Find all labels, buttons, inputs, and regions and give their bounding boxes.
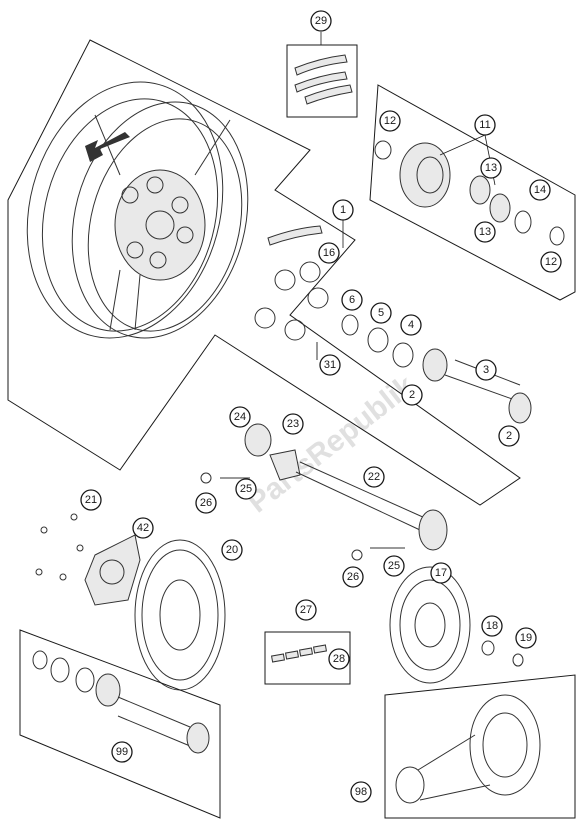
svg-text:3: 3	[483, 364, 489, 376]
carrier-group-frame	[369, 84, 576, 301]
callout-2a: 2	[401, 384, 423, 406]
callout-2b: 2	[498, 425, 520, 447]
callout-25a: 25	[235, 478, 257, 500]
rear-wheel	[26, 81, 249, 339]
sprocket-carrier	[374, 140, 565, 246]
callout-26b: 26	[342, 566, 364, 588]
svg-text:22: 22	[368, 471, 380, 483]
callout-13a: 13	[480, 157, 502, 179]
svg-text:27: 27	[300, 604, 312, 616]
svg-text:25: 25	[388, 560, 400, 572]
callout-11: 11	[474, 114, 496, 136]
callout-23: 23	[282, 413, 304, 435]
svg-text:21: 21	[85, 494, 97, 506]
svg-text:24: 24	[234, 411, 246, 423]
rotation-arrow-icon	[85, 132, 130, 162]
svg-text:2: 2	[409, 389, 415, 401]
callout-16: 16	[318, 242, 340, 264]
callout-13b: 13	[474, 221, 496, 243]
callout-12b: 12	[540, 251, 562, 273]
wheel-group-frame	[7, 39, 521, 506]
svg-text:42: 42	[137, 522, 149, 534]
svg-text:18: 18	[486, 620, 498, 632]
bearing-kit	[32, 650, 210, 754]
svg-text:26: 26	[200, 497, 212, 509]
callout-14: 14	[529, 179, 551, 201]
callout-99: 99	[111, 741, 133, 763]
callout-6: 6	[341, 289, 363, 311]
callout-3: 3	[475, 359, 497, 381]
callout-4: 4	[400, 314, 422, 336]
svg-text:12: 12	[545, 256, 557, 268]
brake-disc	[134, 539, 226, 691]
bearing-kit-frame	[19, 629, 221, 819]
svg-text:13: 13	[479, 226, 491, 238]
svg-text:99: 99	[116, 746, 128, 758]
callout-31: 31	[319, 354, 341, 376]
callout-28: 28	[328, 648, 350, 670]
callout-26a: 26	[195, 492, 217, 514]
svg-text:23: 23	[287, 418, 299, 430]
callout-22: 22	[363, 466, 385, 488]
callout-1: 1	[332, 199, 354, 221]
rear-axle	[200, 423, 448, 561]
hub-parts	[254, 225, 532, 424]
disc-carrier	[35, 513, 141, 606]
callout-29: 29	[310, 10, 332, 32]
svg-text:31: 31	[324, 359, 336, 371]
svg-text:12: 12	[384, 115, 396, 127]
callout-25b: 25	[383, 555, 405, 577]
svg-text:11: 11	[479, 119, 490, 131]
chain-box	[264, 631, 351, 685]
svg-text:26: 26	[347, 571, 359, 583]
svg-text:6: 6	[349, 294, 355, 306]
callout-20: 20	[221, 539, 243, 561]
callout-19: 19	[515, 627, 537, 649]
callout-5: 5	[370, 302, 392, 324]
svg-text:20: 20	[226, 544, 238, 556]
svg-text:29: 29	[315, 15, 327, 27]
callout-27: 27	[295, 599, 317, 621]
svg-text:5: 5	[378, 307, 384, 319]
svg-text:16: 16	[323, 247, 335, 259]
sprocket-kit	[395, 694, 541, 804]
svg-text:19: 19	[520, 632, 532, 644]
callout-98: 98	[350, 781, 372, 803]
decal-strips	[294, 54, 353, 105]
chain-links	[270, 644, 328, 663]
svg-text:13: 13	[485, 162, 497, 174]
svg-text:4: 4	[408, 319, 414, 331]
callout-18: 18	[481, 615, 503, 637]
sprocket-kit-frame	[384, 674, 576, 819]
callout-17: 17	[430, 562, 452, 584]
svg-text:1: 1	[340, 204, 346, 216]
svg-text:14: 14	[534, 184, 546, 196]
callout-24: 24	[229, 406, 251, 428]
svg-text:25: 25	[240, 483, 252, 495]
rear-sprocket	[389, 566, 524, 684]
svg-text:2: 2	[506, 430, 512, 442]
callout-42: 42	[132, 517, 154, 539]
svg-text:28: 28	[333, 653, 345, 665]
callout-21: 21	[80, 489, 102, 511]
svg-text:17: 17	[435, 567, 447, 579]
svg-text:98: 98	[355, 786, 367, 798]
callout-12a: 12	[379, 110, 401, 132]
decal-box	[286, 44, 358, 118]
